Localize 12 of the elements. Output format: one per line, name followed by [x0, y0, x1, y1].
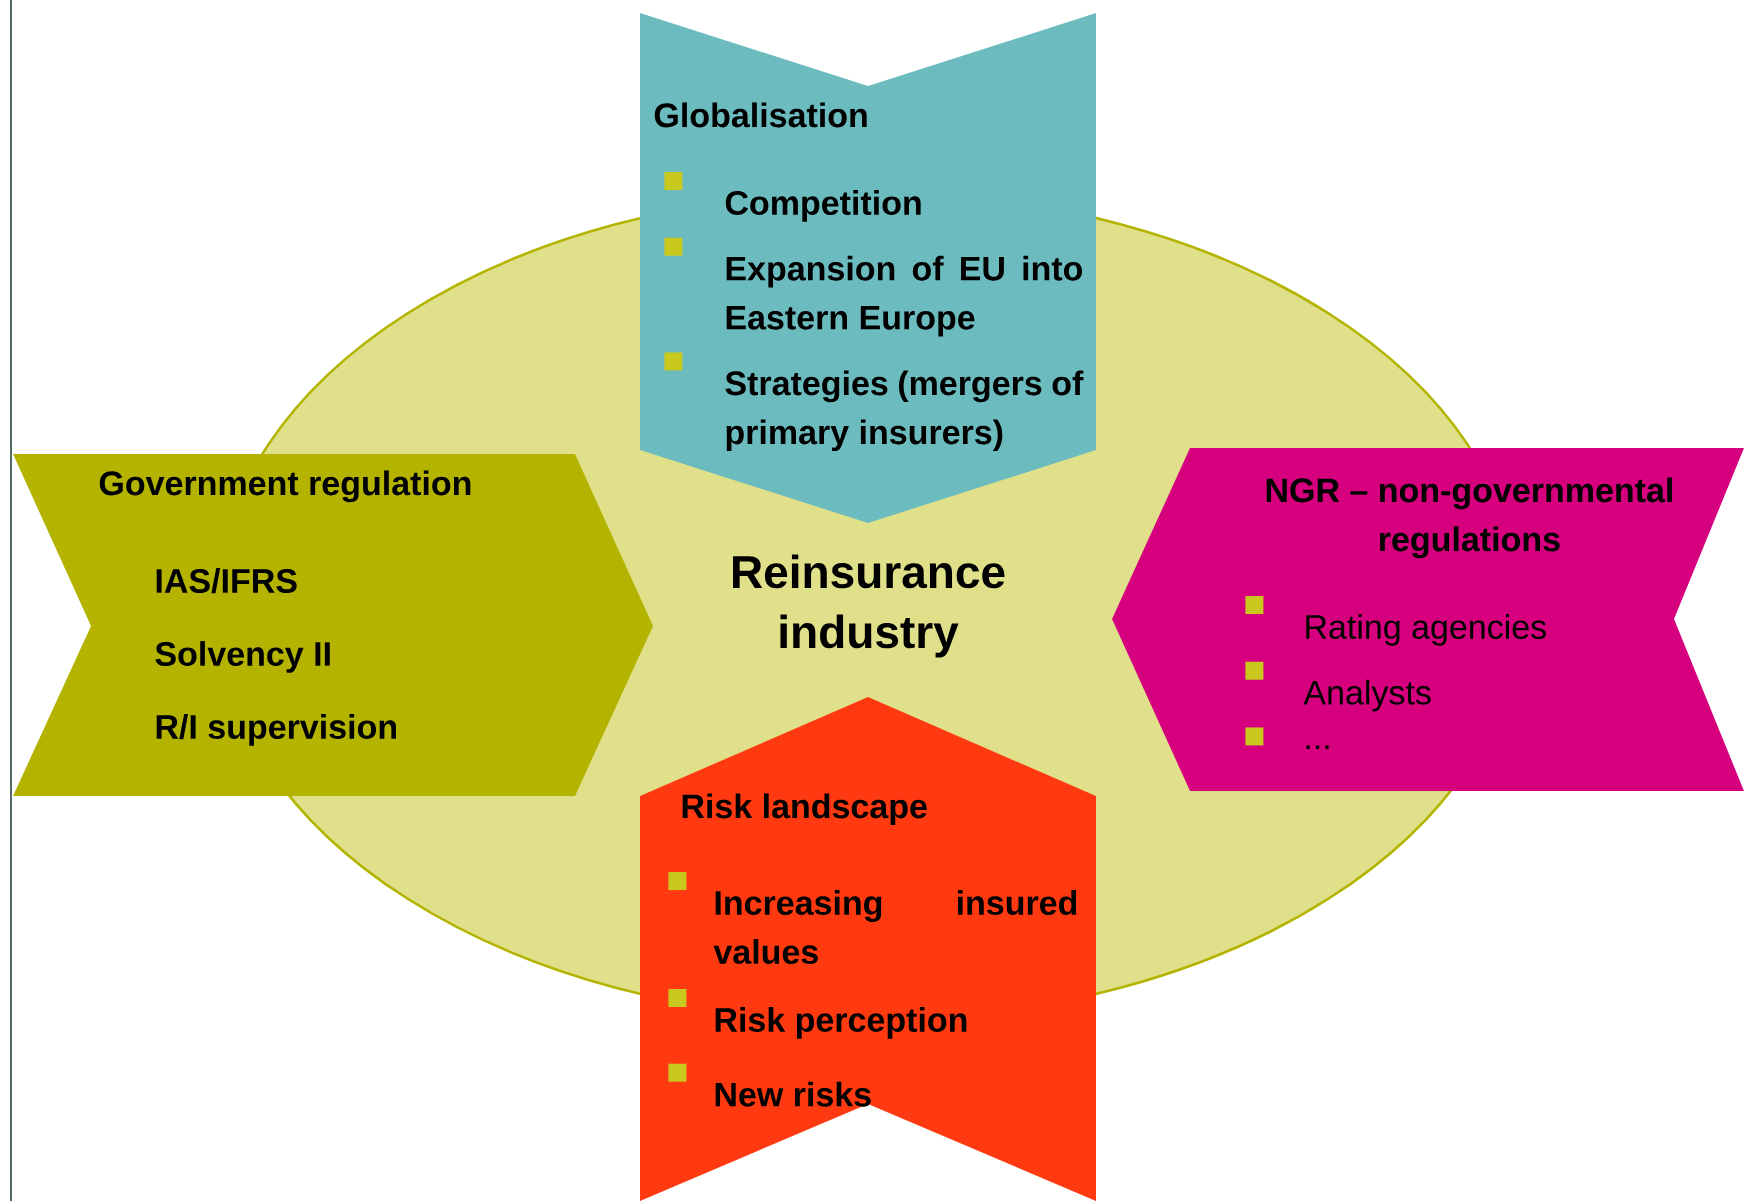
bullet-item: Analysts: [1245, 661, 1431, 712]
heading-text: Globalisation: [654, 102, 867, 128]
chevron-box: [13, 454, 653, 796]
bullet-item: Increasing insured values: [668, 872, 1077, 965]
heading-text: Risk landscape: [682, 793, 927, 826]
chevron-box: [640, 13, 1096, 523]
chevron-box: [1112, 448, 1744, 791]
bullet-item: Strategies (mergers of primary insurers): [664, 352, 1084, 452]
bullet-item: New risks: [668, 1063, 871, 1107]
bullet-item: Expansion of EU into Eastern Europe: [664, 237, 1083, 337]
chevron-box: [640, 697, 1096, 1201]
bullet-item: ...: [1245, 727, 1329, 750]
